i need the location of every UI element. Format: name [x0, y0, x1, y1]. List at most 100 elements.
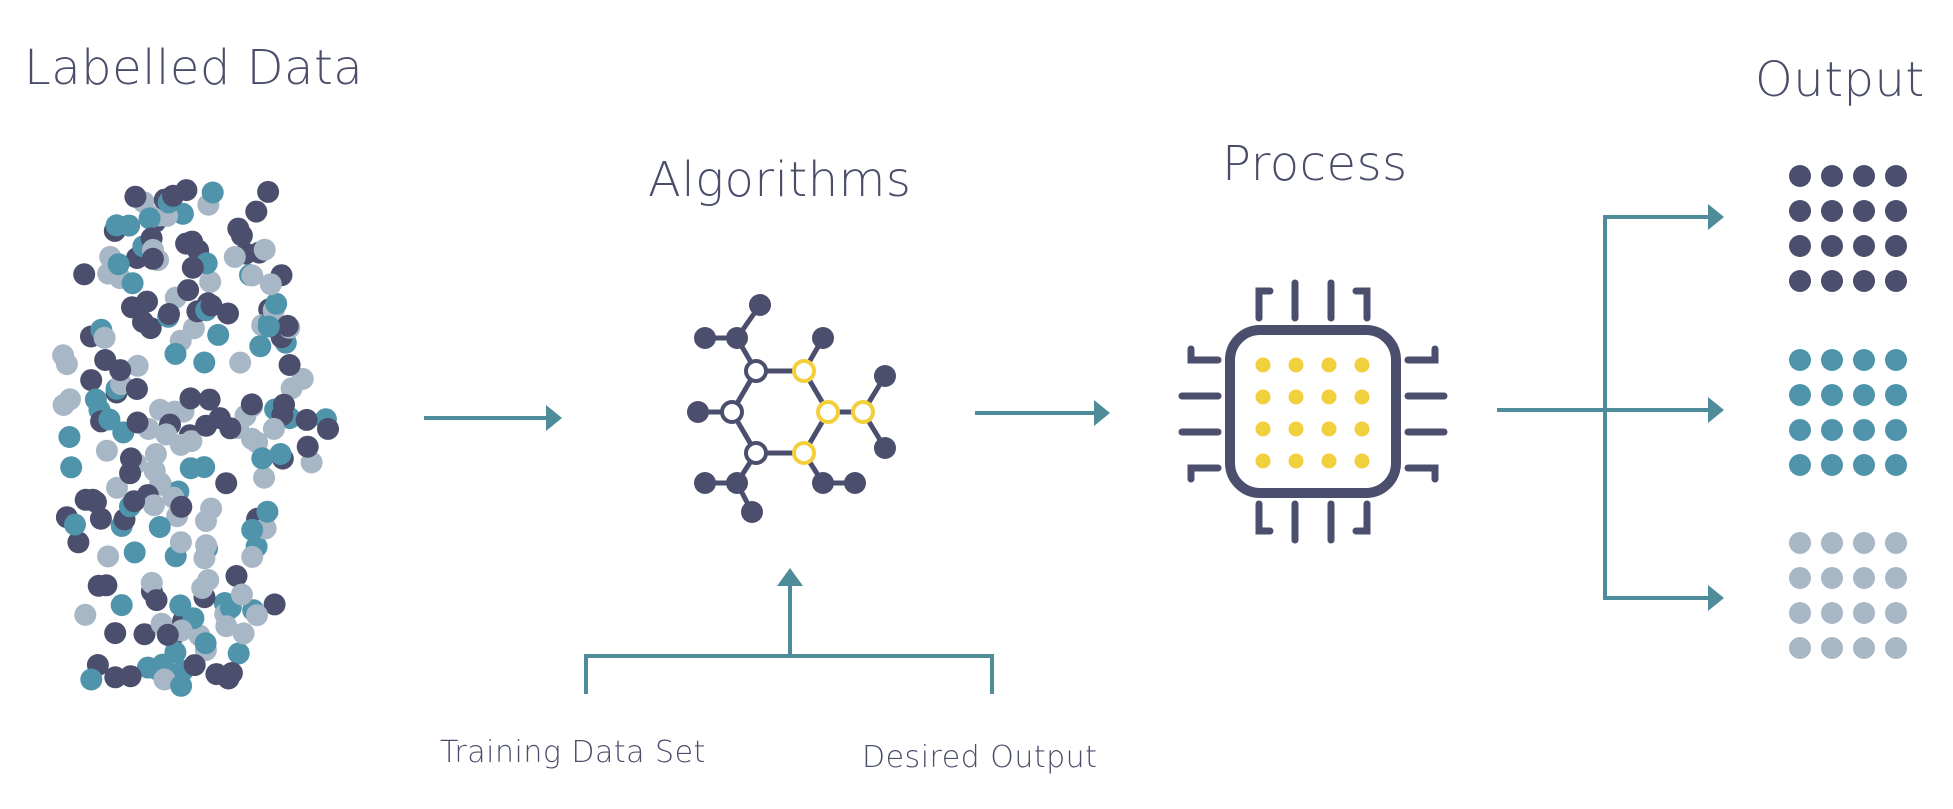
output-dot: [1885, 270, 1907, 292]
labelled-data-dot: [144, 443, 167, 466]
output-dot: [1885, 567, 1907, 589]
labelled-data-dots: [52, 179, 339, 697]
labelled-data-dot: [155, 423, 178, 446]
output-dot: [1885, 200, 1907, 222]
output-dot: [1885, 384, 1907, 406]
labelled-data-dot: [241, 264, 264, 287]
output-dot: [1789, 235, 1811, 257]
labelled-data-dot: [74, 603, 97, 626]
labelled-data-dot: [253, 238, 276, 261]
output-dot: [1821, 454, 1843, 476]
labelled-data-dot: [257, 180, 280, 203]
labelled-data-dot: [140, 571, 163, 594]
output-dot: [1821, 270, 1843, 292]
labelled-data-dot: [170, 674, 193, 697]
labelled-data-title: Labelled Data: [24, 40, 364, 96]
output-dot: [1853, 454, 1875, 476]
labelled-data-dot: [110, 594, 133, 617]
labelled-data-dot: [73, 263, 96, 286]
output-branch: [1603, 215, 1718, 600]
labelled-data-dot: [67, 531, 90, 554]
labelled-data-dot: [164, 342, 187, 365]
labelled-data-dot: [194, 632, 217, 655]
output-dot: [1821, 200, 1843, 222]
output-dot: [1789, 637, 1811, 659]
labelled-data-dot: [193, 547, 216, 570]
arrowhead: [1708, 585, 1724, 611]
labelled-data-dot: [143, 459, 166, 482]
labelled-data-dot: [119, 462, 142, 485]
labelled-data-dot: [198, 388, 221, 411]
output-dot: [1821, 602, 1843, 624]
training-bracket: [584, 654, 994, 694]
labelled-data-dot: [191, 577, 214, 599]
output-dot: [1789, 454, 1811, 476]
output-dot: [1885, 602, 1907, 624]
output-dot: [1853, 165, 1875, 187]
output-dot: [1789, 200, 1811, 222]
labelled-data-dot: [280, 377, 303, 400]
labelled-data-dot: [98, 408, 121, 431]
output-dot: [1885, 165, 1907, 187]
labelled-data-dot: [107, 253, 130, 276]
labelled-data-dot: [136, 290, 158, 313]
output-dot: [1853, 419, 1875, 441]
output-dot: [1853, 200, 1875, 222]
output-dot: [1853, 637, 1875, 659]
output-dot: [1821, 384, 1843, 406]
labelled-data-dot: [230, 583, 253, 606]
output-dot: [1821, 235, 1843, 257]
labelled-data-dot: [245, 200, 268, 223]
labelled-data-dot: [251, 447, 274, 470]
labelled-data-dot: [164, 641, 187, 664]
labelled-data-dot: [84, 388, 107, 411]
labelled-data-dot: [256, 500, 279, 523]
cpu-chip-icon: [1178, 279, 1448, 544]
output-dot: [1853, 349, 1875, 371]
labelled-data-dot: [229, 351, 252, 374]
output-dot: [1789, 270, 1811, 292]
labelled-data-dot: [93, 326, 116, 349]
labelled-data-dot: [87, 574, 110, 597]
labelled-data-dot: [265, 292, 288, 315]
output-dot: [1789, 419, 1811, 441]
labelled-data-dot: [59, 388, 81, 411]
labelled-data-dot: [241, 545, 264, 568]
labelled-data-dot: [133, 623, 156, 646]
labelled-data-dot: [232, 622, 255, 645]
output-dot: [1789, 349, 1811, 371]
labelled-data-dot: [263, 593, 286, 616]
flow-arrows: [424, 204, 1724, 694]
labelled-data-dot: [81, 488, 104, 511]
labelled-data-dot: [162, 184, 185, 207]
output-dot: [1885, 637, 1907, 659]
labelled-data-dot: [126, 411, 149, 434]
labelled-data-dot: [295, 408, 318, 431]
labelled-data-dot: [200, 497, 223, 520]
output-dot: [1885, 419, 1907, 441]
labelled-data-dot: [227, 642, 250, 665]
labelled-data-dot: [317, 417, 339, 440]
labelled-data-dot: [225, 565, 248, 587]
labelled-data-dot: [246, 604, 268, 627]
desired-output-label: Desired Output: [862, 740, 1098, 775]
output-dot: [1789, 532, 1811, 554]
labelled-data-dot: [195, 414, 218, 437]
output-dot: [1853, 532, 1875, 554]
labelled-data-dot: [253, 466, 276, 489]
labelled-data-dot: [193, 456, 216, 479]
labelled-data-dot: [223, 246, 246, 268]
labelled-data-dot: [145, 589, 168, 612]
labelled-data-dot: [177, 279, 200, 302]
output-dot: [1853, 602, 1875, 624]
labelled-data-dot: [219, 417, 242, 440]
output-dot: [1789, 165, 1811, 187]
output-dot: [1789, 567, 1811, 589]
labelled-data-dot: [207, 323, 230, 346]
output-dot: [1853, 567, 1875, 589]
labelled-data-dot: [259, 273, 282, 296]
output-group-navy: [1789, 165, 1907, 292]
output-dot: [1885, 454, 1907, 476]
labelled-data-dot: [89, 507, 112, 530]
labelled-data-dot: [179, 387, 202, 410]
